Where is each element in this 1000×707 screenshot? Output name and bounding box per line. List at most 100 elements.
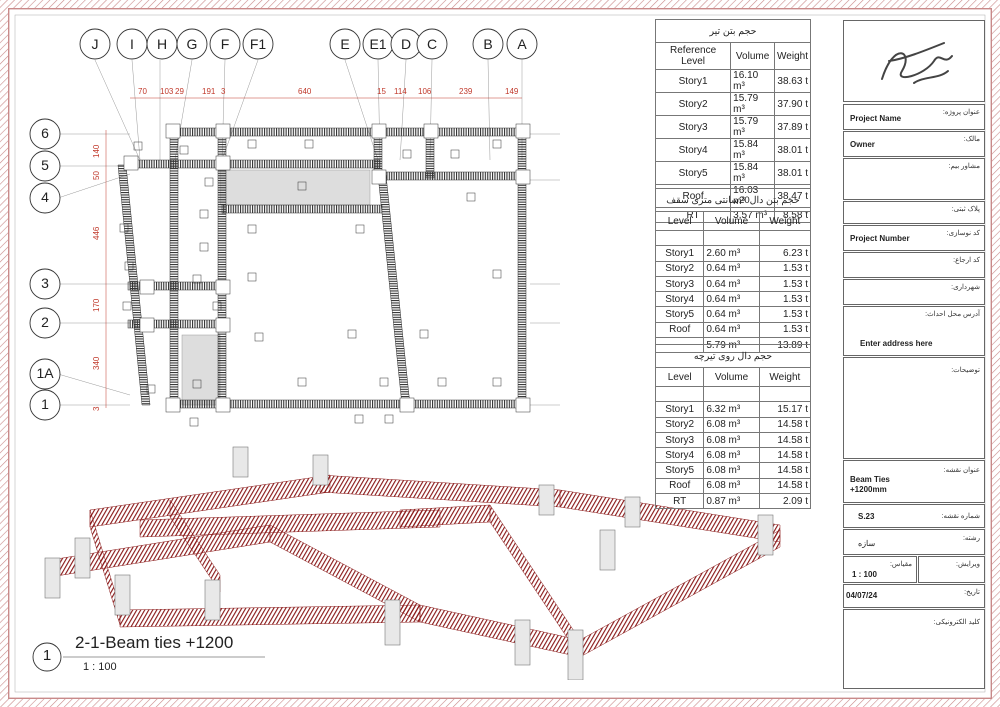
table-cell: Story3 <box>654 115 732 139</box>
discipline: سازه <box>858 539 876 548</box>
discipline-box: رشته: سازه <box>843 529 985 555</box>
table-cell: 16.10 m³ <box>730 69 776 93</box>
dimension-left: 50 <box>92 171 101 180</box>
table-cell <box>703 385 760 403</box>
project-name-box: عنوان پروژه: Project Name <box>843 104 985 130</box>
table-cell: Story3 <box>654 275 705 293</box>
table-cell: 15.17 t <box>758 401 812 418</box>
view-title-graphic <box>32 642 265 672</box>
view-scale: 1 : 100 <box>83 661 117 673</box>
grid-label-f1: F1 <box>249 36 267 52</box>
grid-label-e1: E1 <box>369 36 387 52</box>
table-cell: 14.58 t <box>758 416 812 433</box>
grid-label-f: F <box>220 36 230 52</box>
table-cell: 37.90 t <box>774 92 811 116</box>
column-header: Volume <box>703 211 760 231</box>
notes-box: توضیحات: <box>843 357 985 459</box>
column-header: Level <box>654 211 705 231</box>
table-cell: Story2 <box>654 92 732 116</box>
table-cell: 14.58 t <box>758 477 812 495</box>
project-number: Project Number <box>850 234 910 243</box>
grid-label-row-1: 1 <box>41 396 49 412</box>
table-cell: Story1 <box>654 69 732 93</box>
table-cell: Story2 <box>654 260 705 277</box>
column-header: Weight <box>758 367 812 387</box>
table-cell <box>654 385 705 403</box>
table-cell: 14.58 t <box>758 431 812 449</box>
company-logo <box>881 42 953 84</box>
sheet-number: S.23 <box>858 512 875 521</box>
reference-box: کد ارجاع: <box>843 252 985 278</box>
table-cell: Story5 <box>654 462 705 479</box>
dimension-left: 170 <box>92 298 101 312</box>
schedule-title: حجم بتن دال20سانتی متری سقف <box>655 188 811 212</box>
address-box: آدرس محل احداث: Enter address here <box>843 306 985 356</box>
table-cell: 0.87 m³ <box>703 493 760 510</box>
logo-box <box>843 20 985 102</box>
dimension-top: 191 <box>202 87 216 96</box>
table-cell: 6.32 m³ <box>703 401 760 418</box>
table-cell: 15.79 m³ <box>730 92 776 116</box>
sheet-number-box: شماره نقشه: S.23 <box>843 504 985 528</box>
table-cell: Story5 <box>654 161 732 185</box>
dimension-top: 149 <box>505 87 519 96</box>
column-header: Weight <box>774 42 811 70</box>
grid-label-b: B <box>483 36 493 52</box>
grid-label-row-1a: 1A <box>36 365 54 381</box>
grid-label-row-5: 5 <box>41 157 49 173</box>
dimension-top: 3 <box>221 87 226 96</box>
esign-box: کلید الکترونیکی: <box>843 609 985 689</box>
municipality-box: شهرداری: <box>843 279 985 305</box>
table-cell <box>703 229 760 247</box>
table-cell <box>654 229 705 247</box>
grid-label-row-3: 3 <box>41 275 49 291</box>
table-cell: 1.53 t <box>758 275 812 293</box>
owner: Owner <box>850 140 875 149</box>
schedule-title: حجم دال روی تیرچه <box>655 344 811 368</box>
table-cell: 6.08 m³ <box>703 447 760 464</box>
consultant-box: مشاور بیم: <box>843 158 985 200</box>
grid-label-e: E <box>340 36 350 52</box>
table-cell: 38.01 t <box>774 161 811 185</box>
table-cell: 1.53 t <box>758 306 812 323</box>
grid-label-d: D <box>400 36 412 52</box>
table-cell: 14.58 t <box>758 447 812 464</box>
table-cell: 15.84 m³ <box>730 138 776 162</box>
table-cell <box>758 385 812 403</box>
dimension-left: 3 <box>92 406 101 411</box>
table-row <box>654 385 812 403</box>
column-header: Level <box>654 367 705 387</box>
dimension-left: 140 <box>92 144 101 158</box>
scale-box: مقیاس: 1 : 100 <box>843 556 917 583</box>
dimension-top: 29 <box>175 87 184 96</box>
dimension-top: 15 <box>377 87 386 96</box>
grid-label-row-4: 4 <box>41 189 49 205</box>
table-cell: RT <box>654 493 705 510</box>
table-cell: Roof <box>654 477 705 495</box>
project-name: Project Name <box>850 114 902 123</box>
grid-label-h: H <box>156 36 168 52</box>
table-cell: Story4 <box>654 138 732 162</box>
schedule-title: حجم بتن تیر <box>655 19 811 43</box>
beam-ties-plan <box>29 28 560 427</box>
table-cell: 1.53 t <box>758 291 812 308</box>
date-box: تاریخ: 04/07/24 <box>843 584 985 608</box>
project-number-box: کد نوسازی: Project Number <box>843 225 985 251</box>
owner-box: مالک: Owner <box>843 131 985 157</box>
dimension-top: 114 <box>394 87 407 96</box>
table-cell: Story1 <box>654 245 705 262</box>
column-header: Volume <box>730 42 776 70</box>
table-cell: 0.64 m³ <box>703 275 760 293</box>
